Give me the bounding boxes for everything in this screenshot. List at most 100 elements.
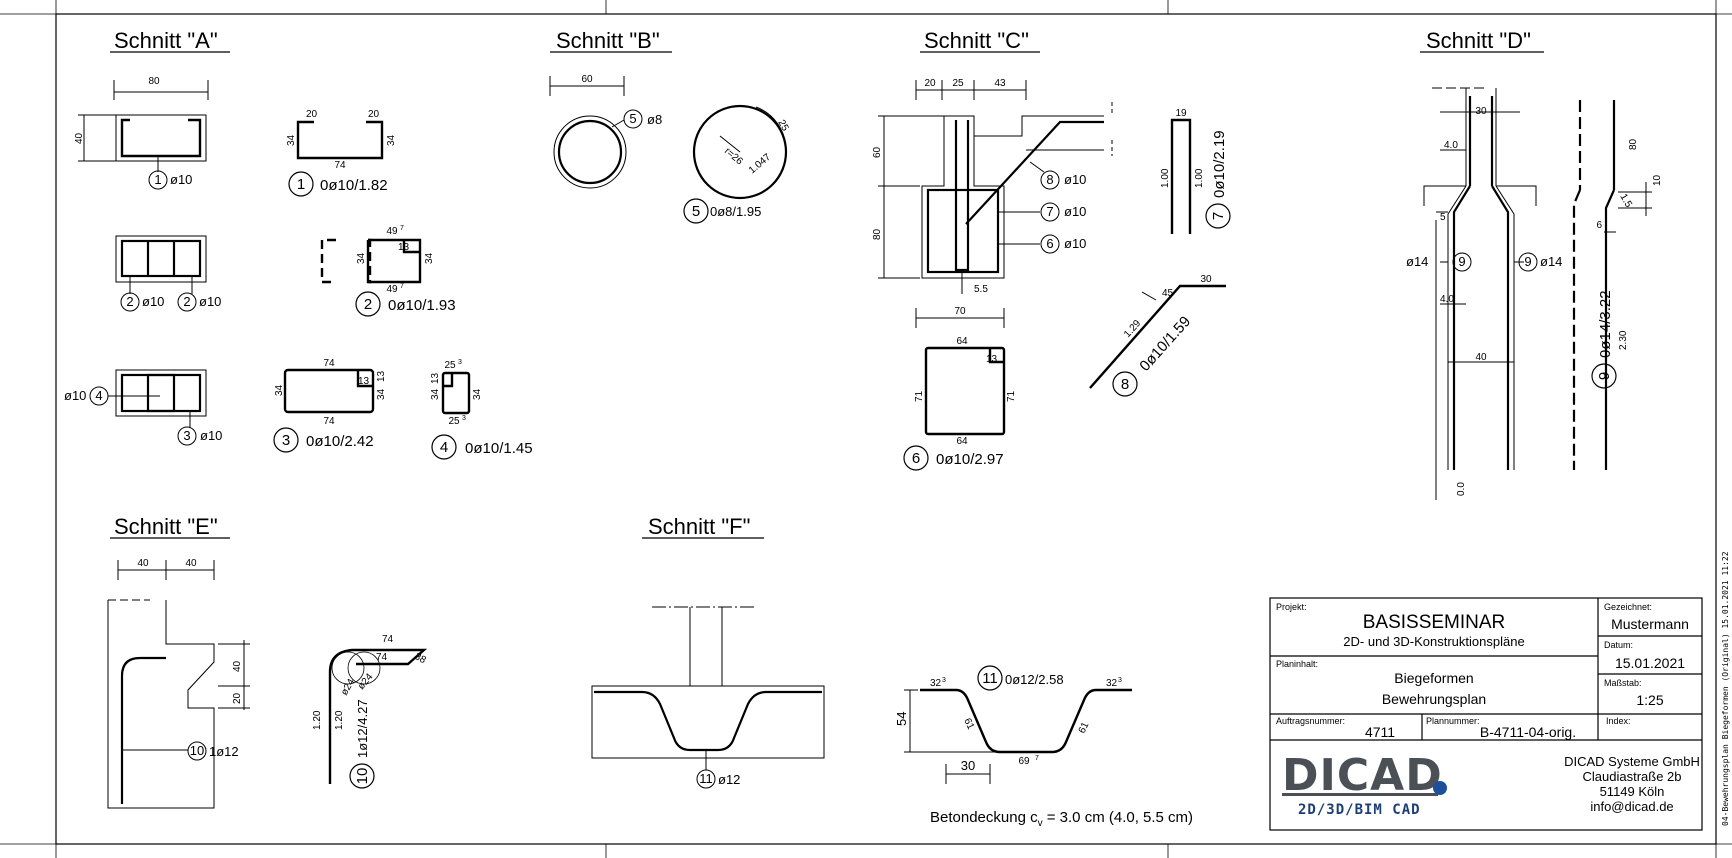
svg-text:25: 25	[775, 118, 790, 134]
svg-text:32: 32	[1106, 678, 1118, 689]
dicad-logo: DICAD	[1282, 750, 1443, 801]
dicad-logo-subtitle: 2D/3D/BIM CAD	[1298, 802, 1421, 818]
svg-text:Planinhalt:: Planinhalt:	[1276, 659, 1318, 669]
svg-text:5: 5	[1440, 212, 1446, 223]
drawing-scale: 1:25	[1636, 692, 1663, 708]
callout-c8: ø10	[1064, 172, 1086, 187]
section-f-title: Schnitt "F"	[648, 514, 750, 539]
callout-f11: ø12	[718, 772, 740, 787]
section-a-title: Schnitt "A"	[114, 28, 218, 53]
svg-text:74: 74	[334, 160, 346, 171]
svg-text:2D- und 3D-Konstruktionspläne: 2D- und 3D-Konstruktionspläne	[1343, 634, 1524, 649]
section-d: Schnitt "D"	[1406, 28, 1663, 500]
svg-text:80: 80	[1628, 138, 1639, 150]
concrete-cover-note: Betondeckung cv = 3.0 cm (4.0, 5.5 cm)	[930, 809, 1193, 829]
svg-text:1.047: 1.047	[747, 152, 774, 177]
svg-text:49: 49	[386, 226, 398, 237]
svg-text:6: 6	[1046, 236, 1053, 251]
svg-text:Plannummer:: Plannummer:	[1426, 716, 1480, 726]
section-e: Schnitt "E" 40 40 40 20 10 1ø12	[107, 514, 429, 809]
bar-6-number: 6	[912, 450, 920, 467]
file-info-sidebar: 04-Bewehrungsplan Biegeformen (Original)…	[1721, 551, 1730, 826]
callout-a3: ø10	[200, 428, 222, 443]
svg-text:4.0: 4.0	[1444, 140, 1458, 151]
callout-a4: ø10	[64, 388, 86, 403]
svg-text:54: 54	[894, 712, 909, 726]
svg-text:2: 2	[183, 294, 190, 309]
svg-text:3: 3	[1118, 677, 1122, 684]
svg-text:5.5: 5.5	[974, 284, 988, 295]
svg-text:7: 7	[400, 283, 404, 290]
svg-text:2: 2	[126, 294, 133, 309]
svg-text:9: 9	[1524, 254, 1531, 269]
svg-text:6: 6	[1596, 220, 1602, 231]
svg-text:71: 71	[914, 390, 925, 402]
svg-text:74: 74	[382, 634, 394, 645]
svg-text:3: 3	[183, 428, 190, 443]
svg-text:9: 9	[1458, 254, 1465, 269]
svg-text:34: 34	[430, 388, 441, 400]
bar-1-number: 1	[297, 176, 305, 193]
section-c: Schnitt "C"	[872, 28, 1231, 471]
title-block: Projekt: BASISSEMINAR 2D- und 3D-Konstru…	[1269, 597, 1703, 831]
svg-text:4: 4	[95, 388, 102, 403]
bar-9-number: 9	[1596, 372, 1613, 380]
svg-text:74: 74	[323, 358, 335, 369]
svg-text:0.0: 0.0	[1456, 482, 1467, 496]
bar-2-label: 0ø10/1.93	[388, 297, 456, 314]
svg-text:2.30: 2.30	[1618, 330, 1629, 350]
svg-text:19: 19	[1175, 108, 1187, 119]
section-d-title: Schnitt "D"	[1426, 28, 1531, 53]
svg-text:34: 34	[376, 388, 387, 400]
bar-5-label: 0ø8/1.95	[710, 204, 761, 219]
svg-text:34: 34	[424, 252, 435, 264]
company-email: info@dicad.de	[1590, 799, 1673, 814]
svg-text:20: 20	[232, 692, 243, 704]
svg-text:64: 64	[956, 436, 968, 447]
svg-text:40: 40	[1475, 352, 1487, 363]
bar-11-number: 11	[982, 670, 998, 687]
svg-text:25: 25	[444, 360, 456, 371]
plan-number: B-4711-04-orig.	[1480, 724, 1576, 740]
svg-text:40: 40	[185, 558, 197, 569]
svg-text:74: 74	[376, 652, 388, 663]
bar-7-label: 0ø10/2.19	[1211, 130, 1228, 198]
svg-text:DICAD Systeme GmbH: DICAD Systeme GmbH	[1564, 754, 1700, 769]
svg-text:25: 25	[448, 416, 460, 427]
svg-text:43: 43	[994, 78, 1006, 89]
bar-5-number: 5	[692, 203, 700, 220]
svg-text:38: 38	[413, 651, 429, 666]
svg-text:1.00: 1.00	[1160, 168, 1171, 188]
callout-c6: ø10	[1064, 236, 1086, 251]
section-f: Schnitt "F" 11 ø12 32 3 32 3 54	[591, 514, 1132, 789]
svg-text:74: 74	[323, 416, 335, 427]
logo-dot	[1433, 781, 1447, 795]
svg-text:49: 49	[386, 284, 398, 295]
bar-3-label: 0ø10/2.42	[306, 433, 374, 450]
section-a: Schnitt "A" 80 40 1 ø10 20 20 34 34 74 1	[64, 28, 533, 460]
svg-text:1: 1	[154, 172, 161, 187]
svg-text:Projekt:: Projekt:	[1276, 602, 1307, 612]
svg-text:69: 69	[1018, 756, 1030, 767]
callout-d9-left: ø14	[1406, 254, 1428, 269]
svg-text:1.20: 1.20	[334, 710, 345, 730]
svg-text:1.5: 1.5	[1617, 192, 1634, 210]
svg-text:Auftragsnummer:: Auftragsnummer:	[1276, 716, 1345, 726]
svg-text:8: 8	[1046, 172, 1053, 187]
svg-text:10: 10	[1652, 174, 1663, 186]
svg-text:7: 7	[1035, 755, 1039, 762]
svg-text:3: 3	[942, 677, 946, 684]
svg-text:20: 20	[368, 109, 380, 120]
svg-text:40: 40	[137, 558, 149, 569]
svg-text:Gezeichnet:: Gezeichnet:	[1604, 602, 1652, 612]
svg-text:20: 20	[306, 109, 318, 120]
svg-text:34: 34	[274, 384, 285, 396]
section-c-title: Schnitt "C"	[924, 28, 1029, 53]
svg-text:10: 10	[190, 743, 204, 758]
svg-text:51149 Köln: 51149 Köln	[1600, 784, 1665, 799]
svg-text:Datum:: Datum:	[1604, 640, 1633, 650]
svg-text:1.20: 1.20	[312, 710, 323, 730]
svg-text:3: 3	[462, 415, 466, 422]
